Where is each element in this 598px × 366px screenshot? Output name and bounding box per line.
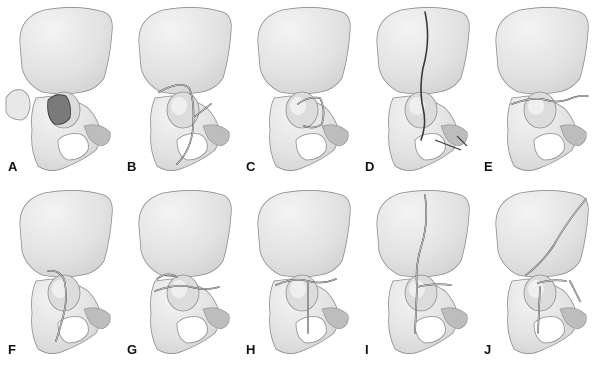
iliac-wing — [258, 7, 350, 94]
iliac-wing — [377, 7, 469, 94]
iliac-wing — [20, 7, 112, 94]
hemipelvis-illustration — [0, 183, 119, 366]
posterior-wall-fragment — [6, 90, 30, 120]
hemipelvis-illustration — [119, 183, 238, 366]
panel-a: A — [0, 0, 119, 183]
panel-b: B — [119, 0, 238, 183]
panel-letter: C — [246, 160, 255, 173]
panel-letter: H — [246, 343, 255, 356]
panel-letter: F — [8, 343, 16, 356]
panel-letter: E — [484, 160, 493, 173]
panel-g: G — [119, 183, 238, 366]
panel-letter: G — [127, 343, 137, 356]
iliac-wing — [139, 190, 231, 277]
panel-f: F — [0, 183, 119, 366]
panel-c: C — [238, 0, 357, 183]
hemipelvis-illustration — [357, 0, 476, 183]
hemipelvis-illustration — [119, 0, 238, 183]
hemipelvis-illustration — [238, 0, 357, 183]
exposed-acetabular-defect — [48, 95, 71, 125]
iliac-wing — [496, 7, 588, 94]
panel-j: J — [476, 183, 595, 366]
panel-letter: J — [484, 343, 491, 356]
iliac-wing — [496, 190, 588, 277]
iliac-wing — [139, 7, 231, 94]
hemipelvis-illustration — [476, 0, 595, 183]
panel-letter: I — [365, 343, 369, 356]
panel-i: I — [357, 183, 476, 366]
iliac-wing — [20, 190, 112, 277]
panel-letter: B — [127, 160, 136, 173]
panel-d: D — [357, 0, 476, 183]
hemipelvis-illustration — [238, 183, 357, 366]
hemipelvis-illustration — [357, 183, 476, 366]
iliac-wing — [258, 190, 350, 277]
panel-letter: A — [8, 160, 17, 173]
iliac-wing — [377, 190, 469, 277]
hemipelvis-illustration — [0, 0, 119, 183]
panel-e: E — [476, 0, 595, 183]
panel-h: H — [238, 183, 357, 366]
hemipelvis-illustration — [476, 183, 595, 366]
panel-letter: D — [365, 160, 374, 173]
